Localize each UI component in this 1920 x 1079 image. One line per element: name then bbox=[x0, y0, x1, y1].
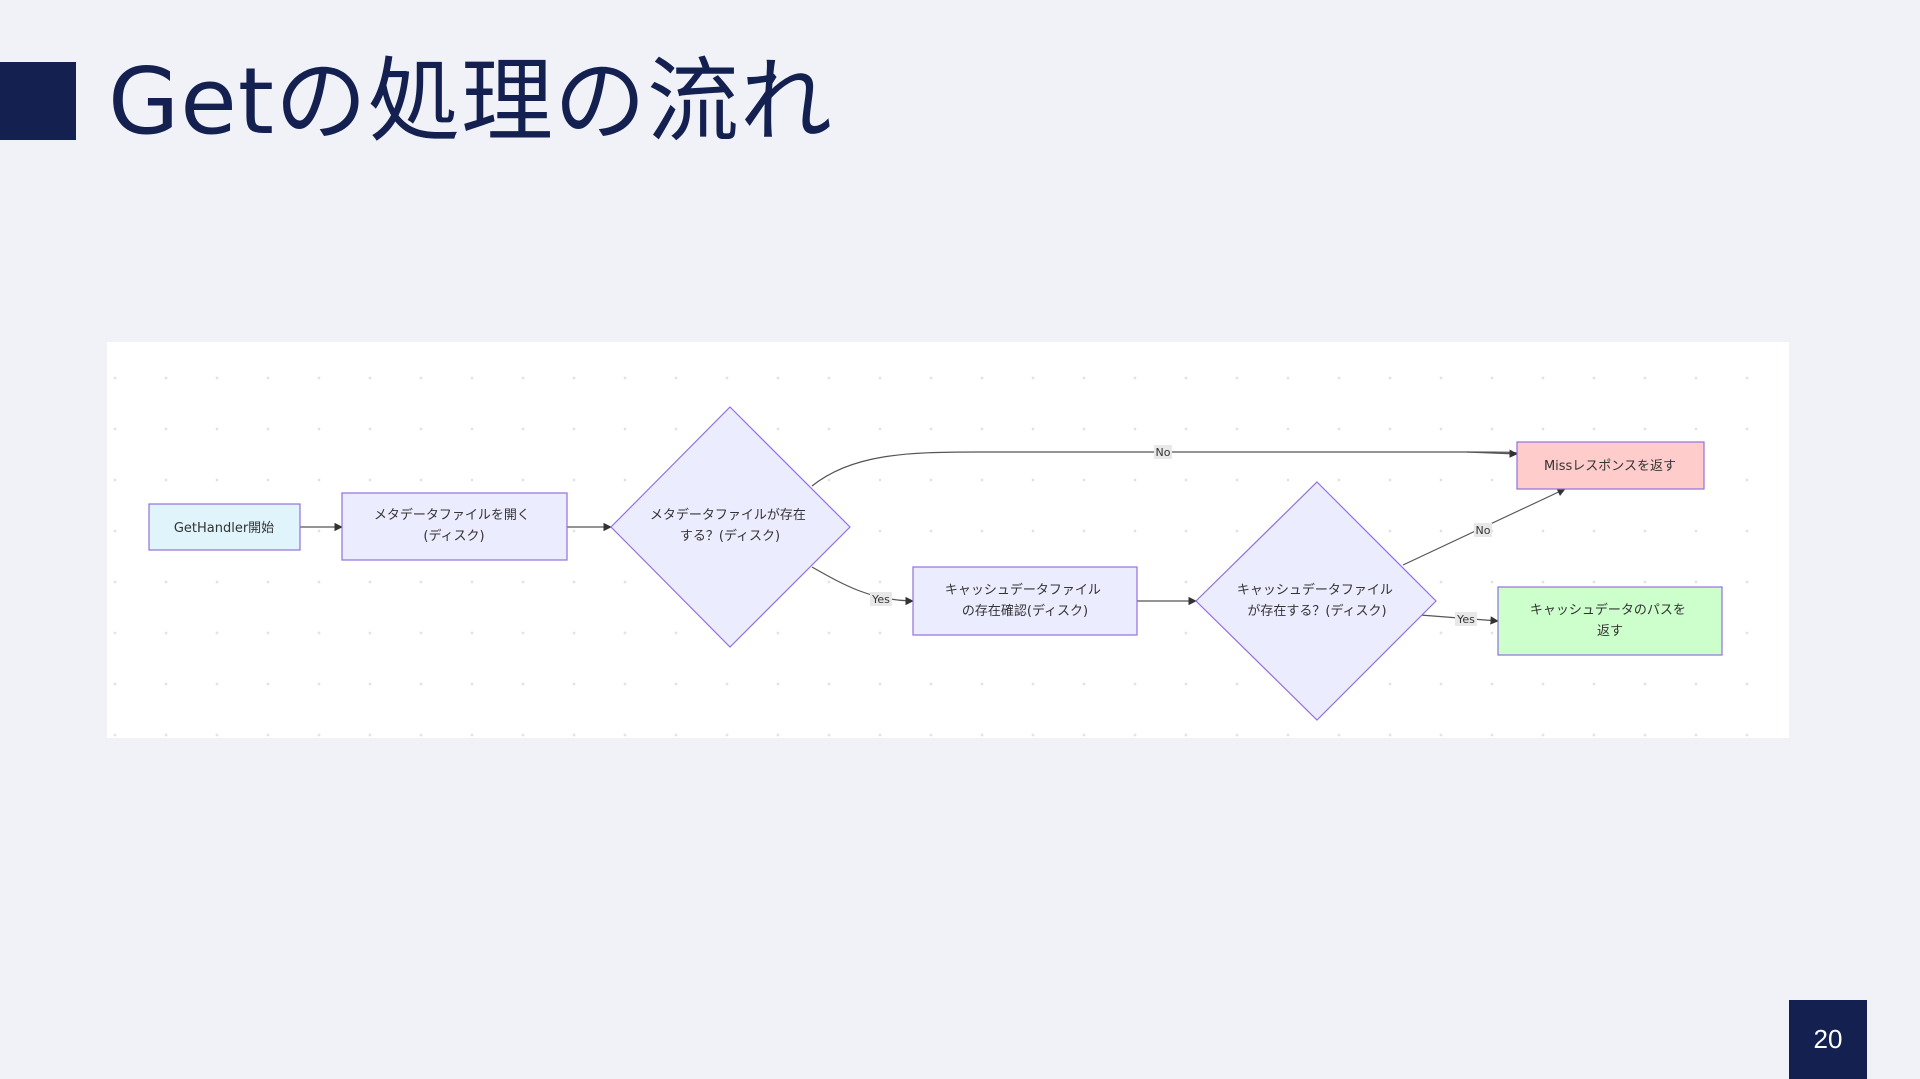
title-accent-block bbox=[0, 62, 76, 140]
node-check-cache-file-label: キャッシュデータファイル の存在確認(ディスク) bbox=[945, 582, 1105, 619]
edge-labels: No Yes No Yes bbox=[870, 445, 1492, 626]
edge-label-cache-no: No bbox=[1474, 523, 1492, 537]
flowchart-svg: No Yes No Yes GetHandler開始 メタデータファイルを開 bbox=[107, 342, 1789, 738]
node-check-cache-file: キャッシュデータファイル の存在確認(ディスク) bbox=[912, 566, 1138, 636]
node-return-cache-path-label: キャッシュデータのパスを 返す bbox=[1530, 602, 1690, 639]
node-return-cache-path: キャッシュデータのパスを 返す bbox=[1497, 586, 1723, 656]
edge-label-cache-yes-text: Yes bbox=[1456, 613, 1475, 626]
node-miss-response: Missレスポンスを返す bbox=[1516, 441, 1705, 490]
flowchart-panel: No Yes No Yes GetHandler開始 メタデータファイルを開 bbox=[107, 342, 1789, 738]
node-open-metadata: メタデータファイルを開く (ディスク) bbox=[341, 492, 568, 561]
node-start: GetHandler開始 bbox=[148, 503, 301, 551]
node-miss-response-label: Missレスポンスを返す bbox=[1544, 459, 1676, 474]
edge-label-meta-no: No bbox=[1154, 445, 1172, 459]
decision-metadata-exists: メタデータファイルが存在 する？(ディスク) bbox=[610, 406, 851, 648]
slide-title: Getの処理の流れ bbox=[108, 48, 833, 155]
page-number-text: 20 bbox=[1813, 1024, 1843, 1054]
edge-label-meta-yes: Yes bbox=[870, 592, 892, 606]
edge-label-meta-no-text: No bbox=[1156, 446, 1171, 459]
edge-meta-no-miss-tail bbox=[1466, 449, 1518, 458]
decision-metadata-exists-label: メタデータファイルが存在 する？(ディスク) bbox=[650, 507, 810, 544]
edge-label-cache-yes: Yes bbox=[1455, 612, 1477, 626]
edge-label-meta-yes-text: Yes bbox=[871, 593, 890, 606]
decision-cache-exists: キャッシュデータファイル が存在する？(ディスク) bbox=[1195, 481, 1437, 721]
edge-label-cache-no-text: No bbox=[1476, 524, 1491, 537]
node-open-metadata-label: メタデータファイルを開く (ディスク) bbox=[374, 507, 534, 544]
edge-meta-yes-check bbox=[811, 566, 914, 606]
node-start-label: GetHandler開始 bbox=[174, 521, 274, 536]
page-number: 20 bbox=[1789, 1000, 1867, 1079]
decision-cache-exists-label: キャッシュデータファイル が存在する？(ディスク) bbox=[1237, 582, 1397, 619]
